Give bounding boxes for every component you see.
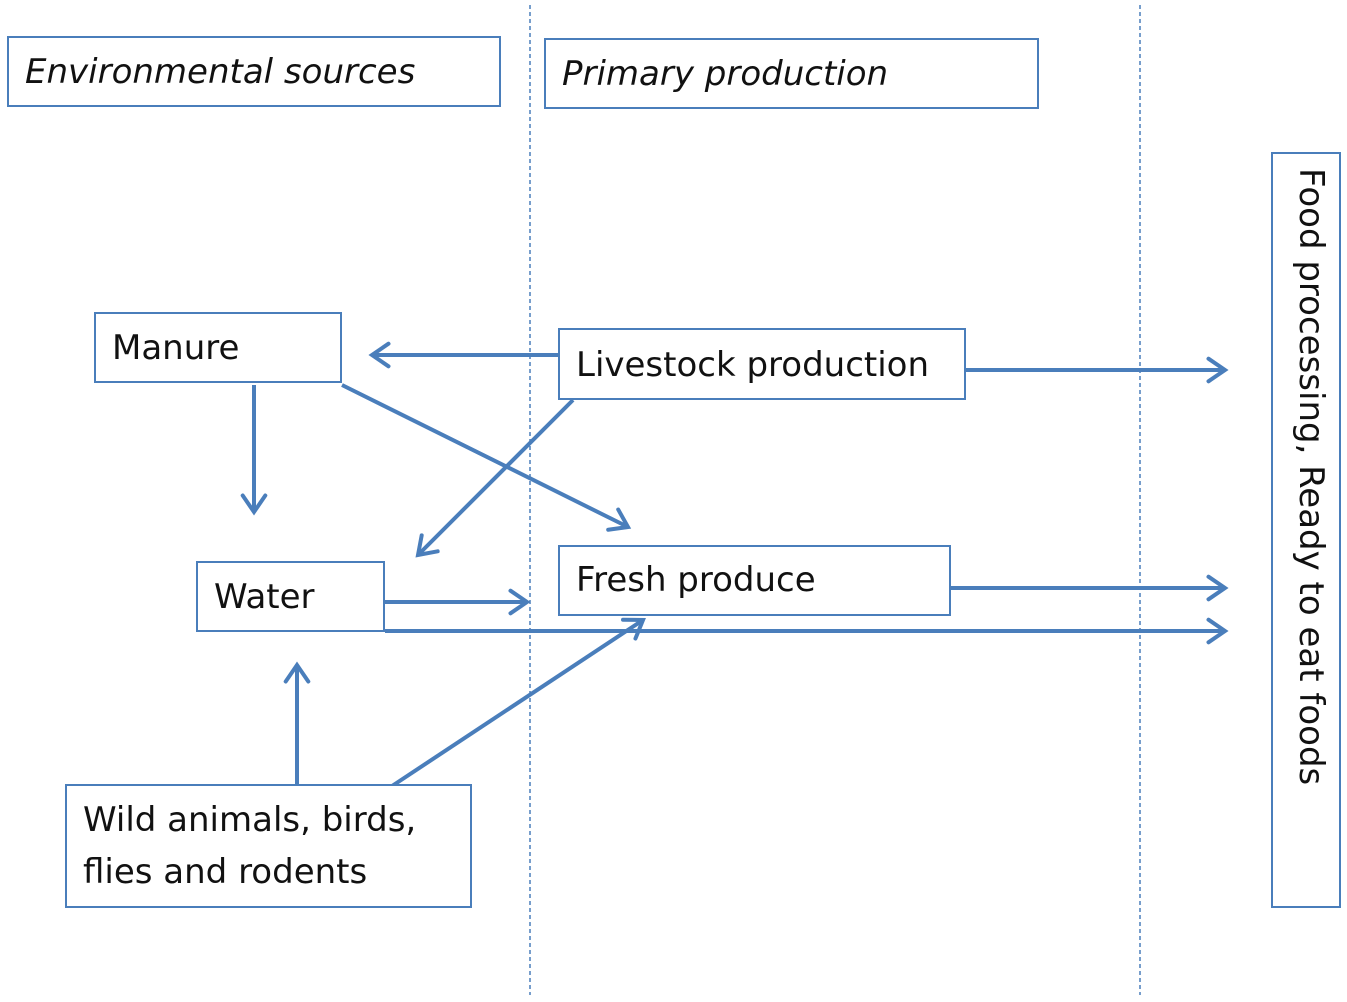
food-processing-label: Food processing, Ready to eat foods (1291, 168, 1331, 786)
arrowhead (1206, 617, 1229, 645)
node-wild-animals: Wild animals, birds, flies and rodents (65, 784, 472, 908)
arrowhead (415, 533, 440, 558)
arrow-10 (384, 617, 646, 792)
arrow-1 (368, 341, 558, 369)
arrow-3 (341, 383, 632, 532)
node-water: Water (196, 561, 385, 632)
node-food-processing: Food processing, Ready to eat foods (1271, 152, 1341, 908)
header-environmental-sources: Environmental sources (7, 36, 501, 107)
wild-line-2: flies and rodents (83, 852, 368, 892)
arrowhead (621, 617, 646, 641)
arrowhead (1206, 356, 1229, 384)
wild-line-1: Wild animals, birds, (83, 800, 417, 840)
node-manure: Manure (94, 312, 342, 383)
arrowhead (240, 493, 268, 516)
arrowhead (368, 341, 391, 369)
node-livestock-production: Livestock production (558, 328, 966, 400)
arrowhead (1206, 574, 1229, 602)
node-fresh-produce: Fresh produce (558, 545, 951, 616)
arrow-8 (951, 574, 1229, 602)
arrow-4 (415, 398, 575, 558)
arrowhead (508, 588, 531, 616)
arrow-2 (240, 385, 268, 516)
arrowhead (283, 661, 311, 684)
arrow-6 (385, 588, 531, 616)
arrow-5 (966, 356, 1229, 384)
arrowhead (606, 507, 632, 532)
arrow-7 (385, 617, 1229, 645)
header-primary-production: Primary production (544, 38, 1039, 109)
arrow-9 (283, 661, 311, 788)
